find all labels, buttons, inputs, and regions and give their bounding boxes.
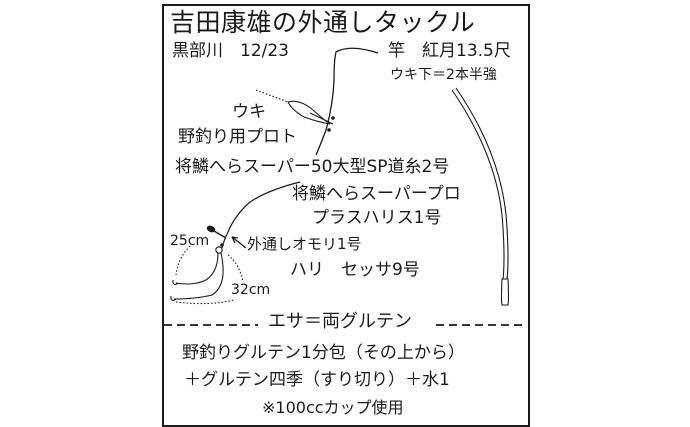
upper-leader-length: 25cm bbox=[170, 233, 210, 249]
main-line-upper bbox=[315, 47, 379, 156]
location-date: 黒部川 12/23 bbox=[172, 41, 289, 61]
diagram-frame bbox=[162, 4, 530, 427]
bait-recipe-line2: ＋グルテン四季（すり切り）＋水1 bbox=[184, 370, 450, 390]
length-markers bbox=[175, 245, 244, 305]
leader-label-line1: 将鱗へらスーパープロ bbox=[292, 184, 461, 204]
float-label: ウキ bbox=[232, 102, 266, 122]
rod-icon bbox=[451, 87, 510, 306]
float-depth: ウキ下＝2本半強 bbox=[390, 67, 497, 83]
hook-lines bbox=[170, 252, 224, 302]
sinker-label: 外通しオモリ1号 bbox=[247, 235, 362, 253]
leader-line bbox=[221, 181, 301, 249]
bait-recipe-line1: 野釣りグルテン1分包（その上から） bbox=[182, 343, 465, 363]
float-name: 野釣り用プロト bbox=[178, 127, 297, 147]
leader-label-line2: プラスハリス1号 bbox=[312, 208, 442, 228]
main-line-label: 将鱗へらスーパー50大型SP道糸2号 bbox=[175, 157, 450, 177]
rod-label: 竿 紅月13.5尺 bbox=[388, 41, 511, 61]
hook-label: ハリ セッサ9号 bbox=[290, 260, 420, 280]
lower-leader-length: 32cm bbox=[231, 282, 271, 298]
sinker-icon bbox=[206, 225, 247, 254]
bait-note: ※100ccカップ使用 bbox=[262, 398, 404, 417]
page-title: 吉田康雄の外通しタックル bbox=[170, 8, 476, 37]
bait-header: エサ＝両グルテン bbox=[262, 313, 418, 331]
float-icon bbox=[255, 89, 335, 132]
